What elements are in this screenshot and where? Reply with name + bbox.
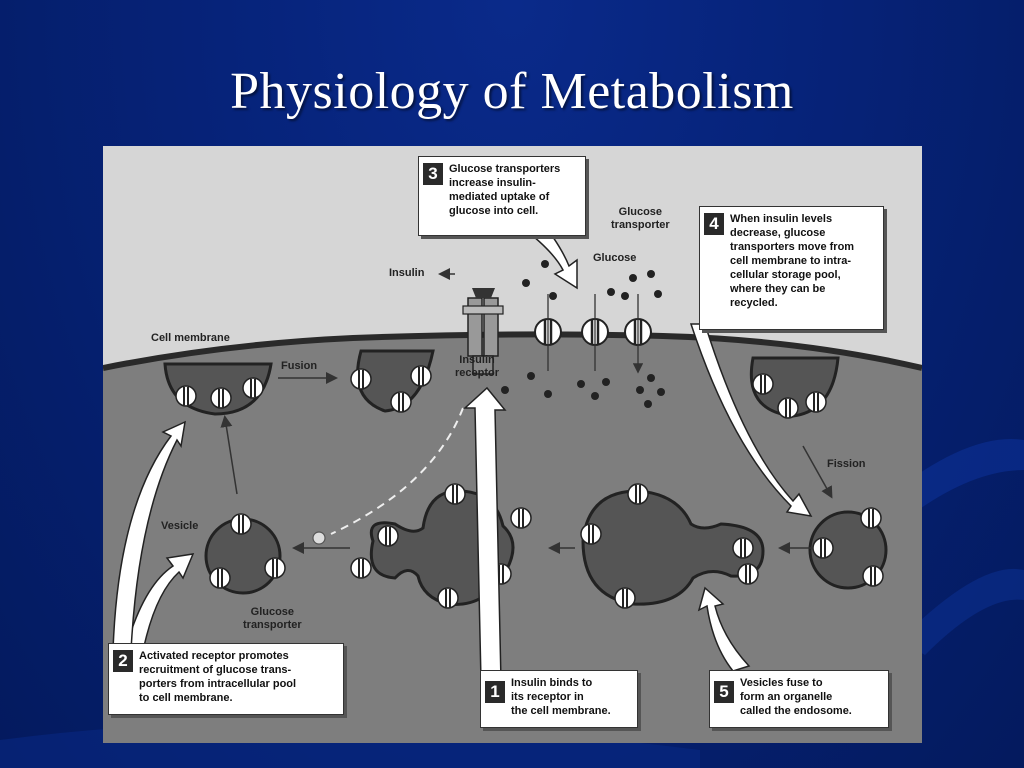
step-1-callout: 1 Insulin binds to its receptor in the c… [480, 670, 638, 728]
slide-title: Physiology of Metabolism [230, 63, 794, 120]
step-5-text: Vesicles fuse to form an organelle calle… [740, 677, 852, 717]
glucose-molecules [501, 260, 665, 408]
label-glucose: Glucose [593, 252, 637, 264]
label-cell-membrane: Cell membrane [151, 332, 230, 344]
label-fission: Fission [827, 458, 866, 470]
step-4-text: When insulin levels decrease, glucose tr… [730, 213, 855, 309]
step-1-text: Insulin binds to its receptor in the cel… [511, 677, 611, 717]
insulin-glucose-transporter-diagram: Cell membrane Fusion Insulin Insulin rec… [103, 146, 922, 743]
step-2-callout: 2 Activated receptor promotes recruitmen… [108, 643, 344, 715]
step-3-callout: 3 Glucose transporters increase insulin-… [418, 156, 586, 236]
cell-membrane [103, 331, 922, 371]
membrane-glucose-transporters [534, 318, 652, 346]
label-vesicle: Vesicle [161, 520, 199, 532]
step-1-number: 1 [485, 681, 505, 703]
process-arrows [220, 372, 833, 554]
diagram-drawing [103, 217, 922, 743]
step-5-callout: 5 Vesicles fuse to form an organelle cal… [709, 670, 889, 728]
label-insulin-receptor: Insulin receptor [455, 354, 500, 379]
label-glucose-transporter-top: Glucose transporter [611, 206, 670, 231]
endosome-right [580, 483, 765, 609]
step-4-callout: 4 When insulin levels decrease, glucose … [699, 206, 884, 330]
step-5-number: 5 [714, 681, 734, 703]
insulin-receptor [462, 288, 504, 375]
step-3-number: 3 [423, 163, 443, 185]
step-4-number: 4 [704, 213, 724, 235]
vesicle-right [808, 507, 888, 590]
step-3-text: Glucose transporters increase insulin- m… [449, 163, 561, 217]
step-2-number: 2 [113, 650, 133, 672]
label-insulin: Insulin [389, 267, 425, 279]
signal-dashed-line [330, 407, 464, 535]
step-2-text: Activated receptor promotes recruitment … [139, 650, 297, 704]
label-glucose-transporter-bottom: Glucose transporter [243, 606, 302, 631]
vesicle-left [204, 513, 286, 595]
label-fusion: Fusion [281, 360, 318, 372]
